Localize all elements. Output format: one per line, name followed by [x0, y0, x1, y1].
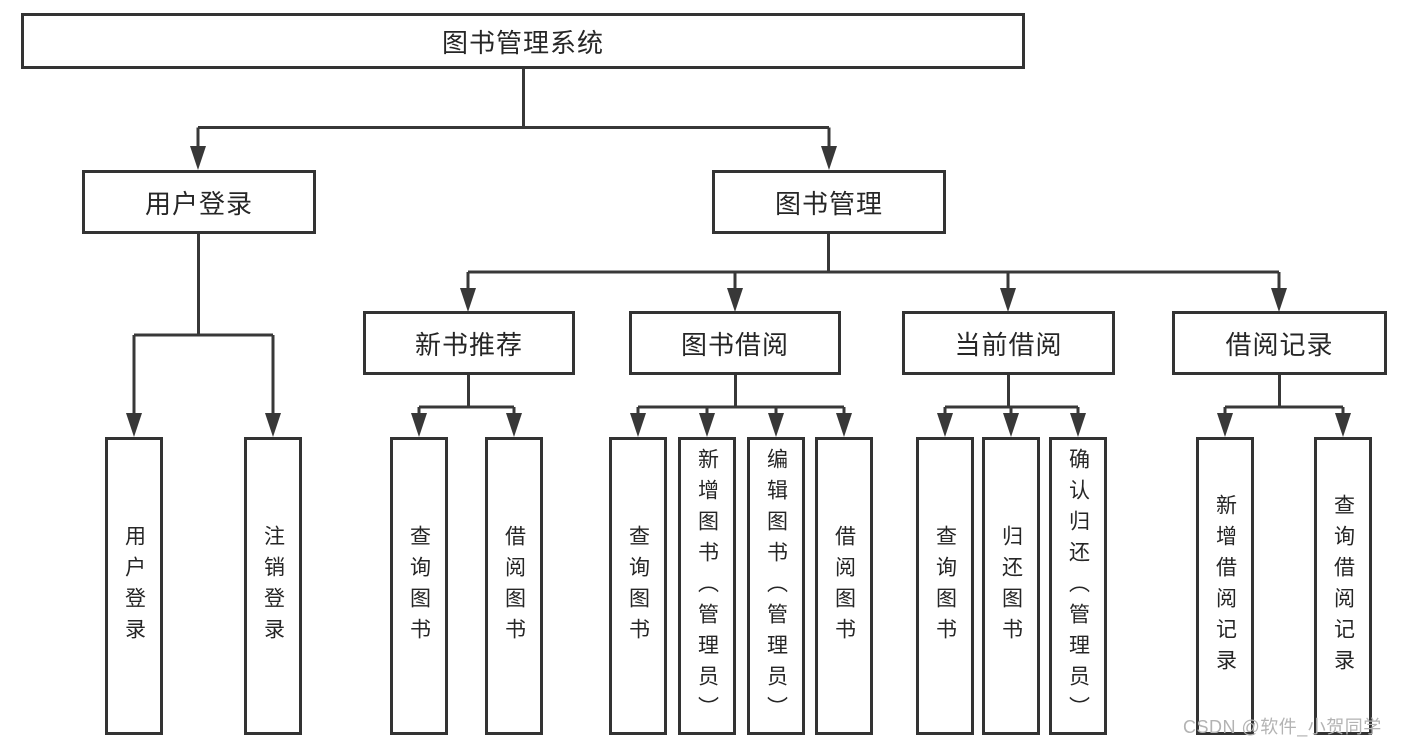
leaf-borrowing-add-books-admin: 新增图书（管理员）	[678, 437, 736, 735]
node-borrowing-records: 借阅记录	[1172, 311, 1387, 375]
node-book-borrowing: 图书借阅	[629, 311, 841, 375]
node-book-management: 图书管理	[712, 170, 946, 234]
node-root-system: 图书管理系统	[21, 13, 1025, 69]
node-current-borrowing: 当前借阅	[902, 311, 1115, 375]
leaf-user-login: 用户登录	[105, 437, 163, 735]
leaf-borrowing-borrow-books: 借阅图书	[815, 437, 873, 735]
csdn-watermark: CSDN @软件_小贺同学	[1183, 717, 1382, 737]
node-user-login: 用户登录	[82, 170, 316, 234]
leaf-recommend-borrow-books: 借阅图书	[485, 437, 543, 735]
leaf-borrowing-edit-books-admin: 编辑图书（管理员）	[747, 437, 805, 735]
leaf-records-add-record: 新增借阅记录	[1196, 437, 1254, 735]
leaf-current-query-books: 查询图书	[916, 437, 974, 735]
leaf-current-return-books: 归还图书	[982, 437, 1040, 735]
node-new-book-recommend: 新书推荐	[363, 311, 575, 375]
leaf-borrowing-query-books: 查询图书	[609, 437, 667, 735]
leaf-records-query-record: 查询借阅记录	[1314, 437, 1372, 735]
leaf-logout: 注销登录	[244, 437, 302, 735]
leaf-recommend-query-books: 查询图书	[390, 437, 448, 735]
leaf-current-confirm-return-admin: 确认归还（管理员）	[1049, 437, 1107, 735]
